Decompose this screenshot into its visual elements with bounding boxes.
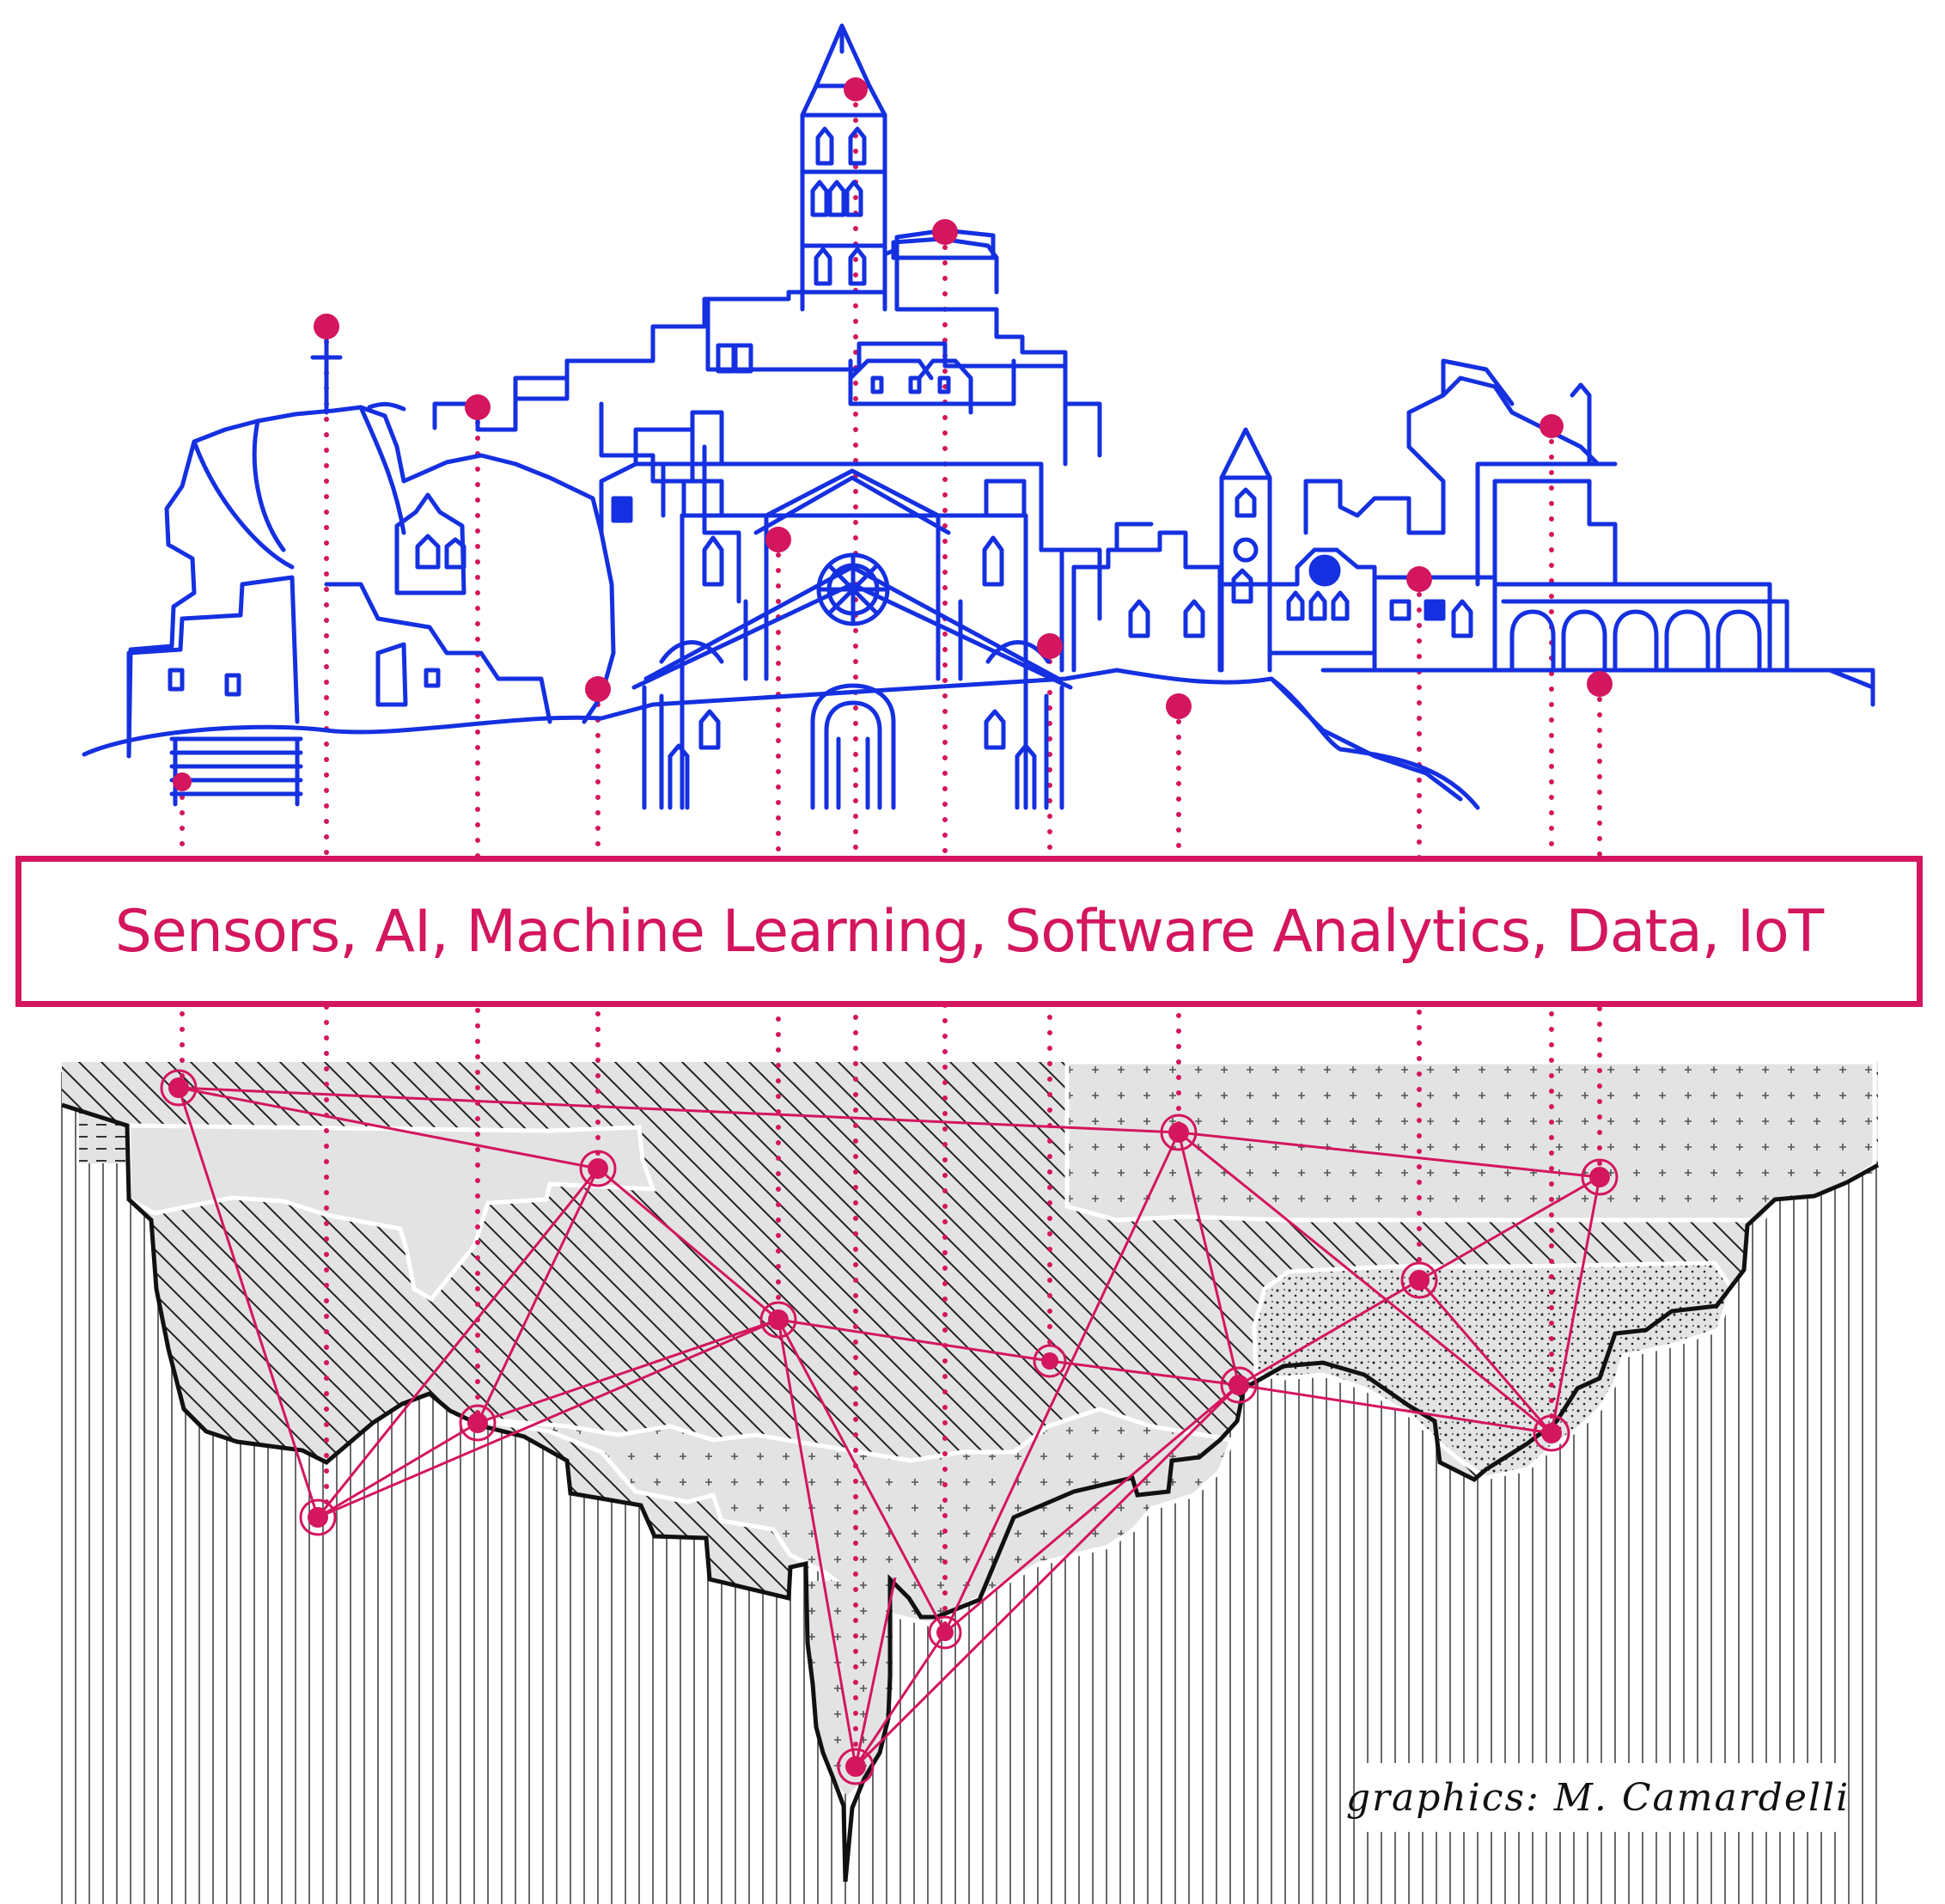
sensor-dot — [314, 314, 339, 339]
skyline-drawing — [82, 23, 1875, 810]
sensor-dot — [1540, 414, 1564, 438]
network-nodes — [160, 1069, 1619, 1785]
dotted-stratum — [1252, 1260, 1735, 1480]
sensor-dot — [1406, 566, 1432, 592]
network-node — [928, 1615, 962, 1650]
sensor-dot — [1166, 693, 1192, 719]
network-node — [1220, 1366, 1258, 1404]
network-node — [1160, 1114, 1198, 1151]
graphics-credit: graphics: M. Camardelli — [1346, 1763, 1848, 1832]
network-node — [759, 1301, 797, 1339]
geological-section — [60, 1059, 1881, 1904]
sensor-dot — [932, 219, 958, 245]
technology-banner: Sensors, AI, Machine Learning, Software … — [15, 856, 1923, 1007]
section-outline — [61, 1102, 1880, 1883]
upper-fill-right — [1064, 1059, 1877, 1223]
sensor-dot — [844, 77, 868, 101]
banner-text: Sensors, AI, Machine Learning, Software … — [114, 897, 1824, 966]
network-node — [1400, 1261, 1438, 1299]
network-node — [299, 1498, 337, 1536]
sensor-dot — [173, 772, 192, 791]
sensor-dot — [1587, 671, 1613, 697]
network-node — [1033, 1344, 1067, 1378]
sensor-dot — [1037, 633, 1063, 659]
credit-text: graphics: M. Camardelli — [1345, 1775, 1850, 1820]
network-node — [1581, 1158, 1619, 1196]
network-node — [579, 1150, 617, 1187]
network-links — [177, 1086, 1601, 1768]
network-node — [160, 1069, 198, 1107]
sensor-dot — [765, 527, 791, 552]
upper-fill-left — [126, 1123, 656, 1303]
network-node — [1533, 1414, 1570, 1452]
sensor-dot — [585, 676, 611, 702]
sensor-network — [177, 1086, 1601, 1768]
network-node — [837, 1748, 875, 1785]
sensor-dot — [465, 394, 491, 420]
sensor-dots — [173, 77, 1613, 791]
network-node — [459, 1404, 497, 1442]
